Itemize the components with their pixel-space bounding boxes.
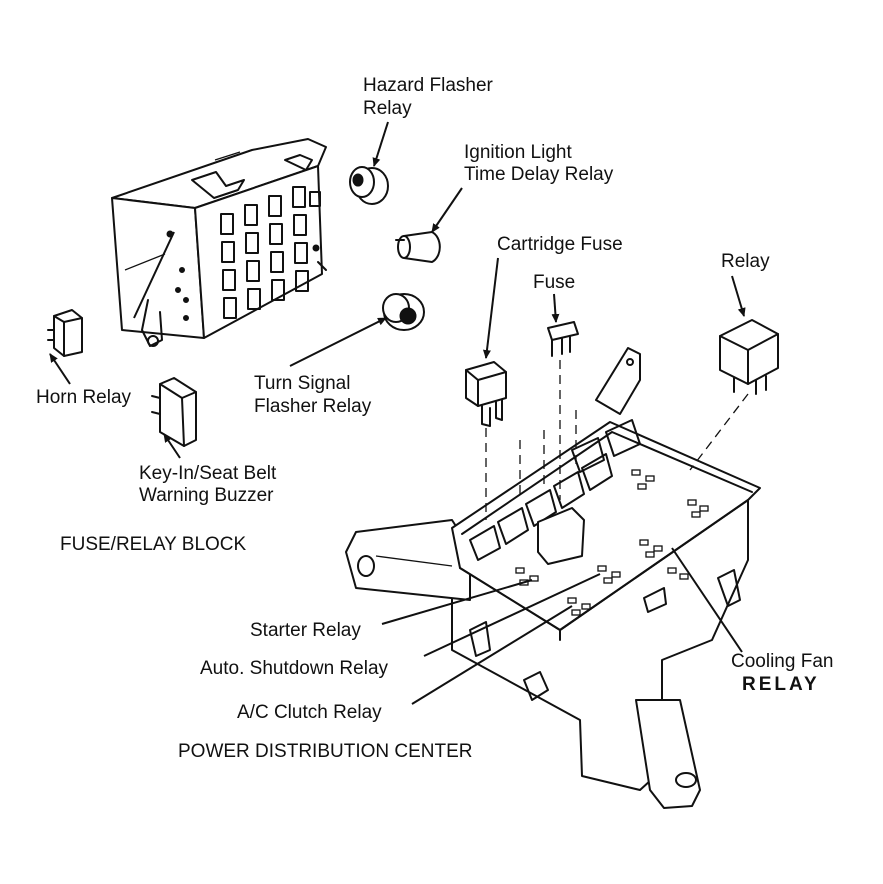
label-key-in-buzzer-2: Warning Buzzer [139, 485, 274, 506]
turn-signal-flasher-relay-part [382, 293, 425, 331]
label-horn-relay: Horn Relay [36, 387, 132, 408]
fuse-cavity-grid [220, 186, 309, 319]
fuse-relay-block-drawing [111, 138, 327, 347]
label-fuse: Fuse [533, 272, 575, 293]
alignment-lines [485, 360, 749, 520]
warning-buzzer-part [151, 377, 197, 447]
label-starter-relay: Starter Relay [250, 620, 361, 641]
ignition-time-delay-relay-part [395, 231, 441, 263]
label-ac-clutch-relay: A/C Clutch Relay [237, 702, 382, 723]
label-key-in-buzzer-1: Key-In/Seat Belt [139, 463, 277, 484]
horn-relay-part [47, 309, 83, 357]
label-ignition-light-1: Ignition Light [464, 142, 572, 163]
relay-pin-sets [515, 469, 709, 616]
pdc-fuse-cavities [469, 419, 641, 561]
hazard-flasher-relay-part [349, 166, 389, 205]
power-distribution-center-drawing [345, 347, 761, 809]
label-cartridge-fuse: Cartridge Fuse [497, 234, 623, 255]
label-hazard-flasher-relay-2: Relay [363, 98, 412, 119]
label-hazard-flasher-relay-1: Hazard Flasher [363, 75, 494, 96]
leader-lines [49, 121, 746, 705]
label-turn-signal-2: Flasher Relay [254, 396, 372, 417]
label-ignition-light-2: Time Delay Relay [464, 164, 614, 185]
relay-part [719, 319, 779, 395]
label-turn-signal-1: Turn Signal [254, 373, 350, 394]
cartridge-fuse-part [465, 361, 507, 427]
label-cooling-fan-relay-2: RELAY [742, 674, 820, 695]
blade-fuse-part [547, 321, 579, 357]
label-cooling-fan-relay-1: Cooling Fan [731, 651, 833, 672]
label-power-distribution-center: POWER DISTRIBUTION CENTER [178, 741, 473, 762]
label-fuse-relay-block: FUSE/RELAY BLOCK [60, 534, 247, 555]
label-relay: Relay [721, 251, 770, 272]
label-auto-shutdown-relay: Auto. Shutdown Relay [200, 658, 389, 679]
